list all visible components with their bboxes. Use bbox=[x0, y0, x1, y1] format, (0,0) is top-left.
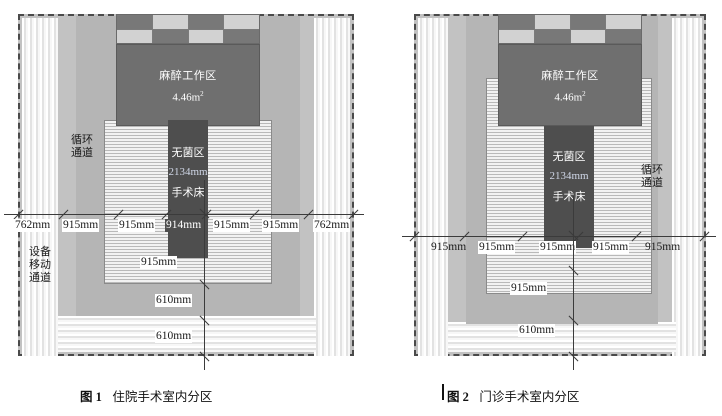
anesthesia-area-unit: m bbox=[191, 91, 201, 104]
anesthesia-area-superscript: 2 bbox=[582, 90, 586, 98]
circulation-corridor-line1: 循环 bbox=[71, 134, 93, 146]
horizontal-dimension-label: 915mm bbox=[262, 219, 300, 232]
cabinet-cell bbox=[606, 15, 641, 29]
cabinet-cell bbox=[188, 15, 224, 29]
cabinet-cell bbox=[499, 29, 534, 43]
anesthesia-work-zone: 麻醉工作区 4.46m2 bbox=[498, 44, 642, 126]
figure-2-caption-number: 图 2 bbox=[447, 390, 469, 404]
anesthesia-zone-area: 4.46m2 bbox=[117, 90, 259, 104]
circulation-corridor-line1: 循环 bbox=[641, 164, 663, 176]
horizontal-dimension-label: 915mm bbox=[431, 241, 467, 253]
operating-table-label: 手术床 bbox=[552, 191, 586, 203]
sterile-zone-dimension: 2134mm bbox=[549, 170, 589, 182]
equipment-corridor-line1: 设备 bbox=[29, 246, 51, 258]
wall-band-bottom bbox=[448, 322, 676, 352]
figure-2-caption: 图 2 门诊手术室内分区 bbox=[447, 386, 579, 405]
horizontal-dimension-label: 915mm bbox=[645, 241, 681, 253]
anesthesia-area-value: 4.46 bbox=[554, 91, 574, 104]
circulation-corridor-label: 循环通道 bbox=[62, 134, 102, 160]
anesthesia-work-zone: 麻醉工作区 4.46m2 bbox=[116, 44, 260, 126]
vertical-dimension-label: 610mm bbox=[518, 324, 556, 337]
cabinet-cell bbox=[117, 29, 152, 43]
horizontal-dimension-label: 915mm bbox=[539, 241, 577, 254]
anesthesia-zone-area: 4.46m2 bbox=[499, 90, 641, 104]
figure-1-caption: 图 1 住院手术室内分区 bbox=[80, 386, 212, 405]
figure-1-plan-boundary: 麻醉工作区 4.46m2 无菌区 2134mm 手术床 循环通道 设备移动通道 bbox=[18, 14, 354, 356]
equipment-corridor-label: 设备移动通道 bbox=[20, 246, 60, 285]
horizontal-dimension-label: 915mm bbox=[213, 219, 251, 232]
vertical-dimension-label: 610mm bbox=[155, 294, 193, 307]
wall-band-left bbox=[418, 18, 448, 356]
horizontal-dimension-label: 915mm bbox=[62, 219, 100, 232]
circulation-corridor-label: 循环通道 bbox=[632, 164, 672, 190]
horizontal-dimension-line bbox=[4, 214, 364, 215]
cabinet-cell bbox=[224, 29, 259, 43]
equipment-corridor-line2: 移动 bbox=[29, 259, 51, 271]
vertical-dimension-label: 915mm bbox=[140, 256, 178, 269]
anesthesia-area-superscript: 2 bbox=[200, 90, 204, 98]
sterile-zone-column: 无菌区 2134mm 手术床 bbox=[544, 126, 594, 248]
figure-1-caption-number: 图 1 bbox=[80, 390, 102, 404]
sterile-zone-label: 无菌区 bbox=[171, 147, 205, 159]
cabinet-cell bbox=[152, 15, 188, 29]
cabinet-cell bbox=[152, 29, 188, 43]
figure-1-caption-title: 住院手术室内分区 bbox=[112, 390, 213, 404]
figure-2-caption-title: 门诊手术室内分区 bbox=[479, 390, 580, 404]
anesthesia-zone-label: 麻醉工作区 bbox=[159, 70, 217, 82]
wall-band-right bbox=[672, 18, 702, 356]
circulation-corridor-line2: 通道 bbox=[71, 147, 93, 159]
horizontal-dimension-line bbox=[402, 236, 716, 237]
horizontal-dimension-label: 915mm bbox=[592, 241, 630, 254]
circulation-corridor-line2: 通道 bbox=[641, 177, 663, 189]
horizontal-dimension-label: 914mm bbox=[165, 219, 203, 232]
figure-2-plan-boundary: 麻醉工作区 4.46m2 无菌区 2134mm 手术床 循环通道 bbox=[414, 14, 706, 356]
figure-2-container: 麻醉工作区 4.46m2 无菌区 2134mm 手术床 循环通道 915mm 9… bbox=[400, 0, 722, 416]
horizontal-dimension-label: 915mm bbox=[478, 241, 516, 254]
cabinet-cell bbox=[224, 15, 259, 29]
cabinet-cell bbox=[570, 15, 606, 29]
equipment-corridor-line3: 通道 bbox=[29, 272, 51, 284]
sterile-zone-label: 无菌区 bbox=[552, 151, 586, 163]
horizontal-dimension-label: 762mm bbox=[313, 219, 351, 232]
cabinet-cell bbox=[570, 29, 606, 43]
cabinet-strip bbox=[116, 14, 260, 44]
wall-band-right bbox=[314, 18, 350, 356]
sterile-zone-column: 无菌区 2134mm 手术床 bbox=[168, 120, 208, 258]
figure-1-container: 麻醉工作区 4.46m2 无菌区 2134mm 手术床 循环通道 设备移动通道 … bbox=[4, 14, 364, 405]
vertical-dimension-line bbox=[204, 180, 205, 370]
figure-2-caption-bar bbox=[442, 384, 444, 400]
vertical-dimension-line bbox=[573, 196, 574, 370]
vertical-dimension-label: 610mm bbox=[155, 330, 193, 343]
cabinet-cell bbox=[499, 15, 534, 29]
anesthesia-area-value: 4.46 bbox=[172, 91, 192, 104]
cabinet-cell bbox=[606, 29, 641, 43]
cabinet-cell bbox=[534, 15, 570, 29]
cabinet-cell bbox=[188, 29, 224, 43]
cabinet-cell bbox=[534, 29, 570, 43]
operating-table-label: 手术床 bbox=[171, 187, 205, 199]
sterile-zone-dimension: 2134mm bbox=[168, 166, 208, 178]
horizontal-dimension-label: 915mm bbox=[118, 219, 156, 232]
anesthesia-zone-label: 麻醉工作区 bbox=[541, 70, 599, 82]
cabinet-strip bbox=[498, 14, 642, 44]
anesthesia-area-unit: m bbox=[573, 91, 583, 104]
horizontal-dimension-label: 762mm bbox=[14, 219, 52, 232]
wall-band-left bbox=[22, 18, 58, 356]
cabinet-cell bbox=[117, 15, 152, 29]
vertical-dimension-label: 915mm bbox=[510, 282, 548, 295]
